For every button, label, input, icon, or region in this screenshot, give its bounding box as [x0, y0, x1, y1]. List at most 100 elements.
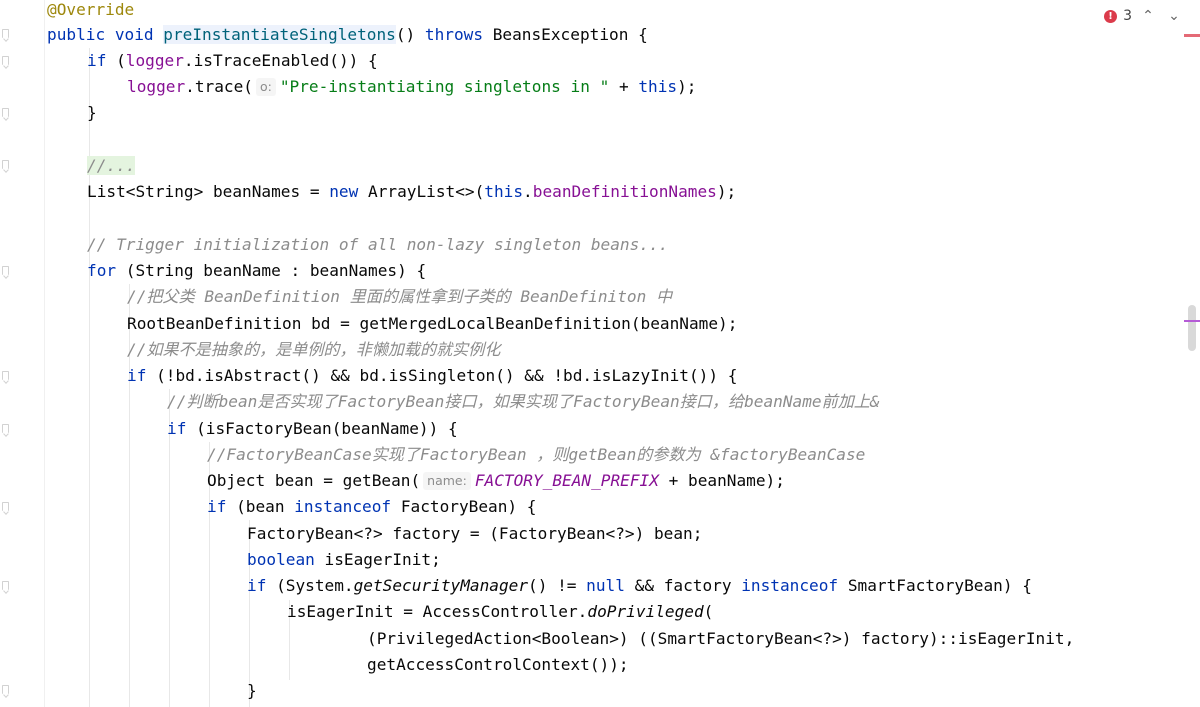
code-line[interactable]: RootBeanDefinition bd = getMergedLocalBe… — [127, 311, 737, 337]
code-line[interactable]: if (logger.isTraceEnabled()) { — [87, 48, 378, 74]
code-line[interactable]: @Override — [47, 0, 134, 23]
code-text: isEagerInit = AccessController. — [287, 602, 588, 621]
code-line[interactable]: if (isFactoryBean(beanName)) { — [167, 416, 458, 442]
string-literal: "Pre-instantiating singletons in " — [279, 77, 610, 96]
fold-marker-icon[interactable] — [2, 29, 9, 38]
code-line[interactable]: //如果不是抽象的，是单例的，非懒加载的就实例化 — [127, 337, 500, 363]
comment: //如果不是抽象的，是单例的，非懒加载的就实例化 — [127, 340, 501, 359]
code-text: } — [87, 103, 97, 122]
keyword: if — [247, 576, 267, 595]
code-line[interactable]: } — [87, 100, 97, 126]
error-count[interactable]: 3 — [1123, 8, 1132, 24]
usage-stripe-marker[interactable] — [1184, 320, 1200, 322]
code-text: FactoryBean) { — [391, 497, 537, 516]
indent-guide — [89, 48, 90, 707]
code-text: ( — [703, 602, 714, 621]
constant-ref: FACTORY_BEAN_PREFIX — [474, 471, 659, 490]
code-line[interactable]: if (!bd.isAbstract() && bd.isSingleton()… — [127, 363, 737, 389]
field-ref: beanDefinitionNames — [532, 182, 717, 201]
method-name: preInstantiateSingletons — [163, 25, 396, 44]
code-text: SmartFactoryBean) { — [838, 576, 1032, 595]
code-text: getAccessControlContext()); — [367, 655, 629, 674]
code-line[interactable]: List<String> beanNames = new ArrayList<>… — [87, 179, 736, 205]
fold-marker-icon[interactable] — [2, 108, 9, 117]
fold-marker-icon[interactable] — [2, 266, 9, 275]
code-line[interactable]: logger.trace(o:"Pre-instantiating single… — [127, 74, 697, 100]
keyword: this — [638, 77, 678, 96]
keyword: if — [207, 497, 227, 516]
code-line[interactable]: } — [247, 678, 257, 704]
code-text: (System. — [266, 576, 354, 595]
indent-guide — [169, 389, 170, 707]
code-line[interactable]: isEagerInit = AccessController.doPrivile… — [287, 599, 713, 625]
code-text: (PrivilegedAction<Boolean>) ((SmartFacto… — [367, 629, 1075, 648]
code-editor[interactable]: @Override public void preInstantiateSing… — [47, 0, 1180, 707]
code-text: && factory — [624, 576, 742, 595]
vertical-scrollbar[interactable] — [1186, 0, 1200, 707]
code-text: List<String> beanNames = — [87, 182, 330, 201]
static-call: getSecurityManager — [353, 576, 529, 595]
keyword: null — [586, 576, 625, 595]
code-line[interactable]: Object bean = getBean(name:FACTORY_BEAN_… — [207, 468, 785, 494]
code-text: .trace( — [185, 77, 253, 96]
field-ref: logger — [127, 77, 186, 96]
indent-guide — [129, 284, 130, 707]
indent-guide — [289, 600, 290, 680]
keyword: if — [167, 419, 187, 438]
keyword: throws — [424, 25, 484, 44]
fold-marker-icon[interactable] — [2, 371, 9, 380]
chevron-down-icon[interactable]: ⌄ — [1168, 8, 1180, 24]
code-text: .isTraceEnabled()) { — [183, 51, 378, 70]
code-text: + — [609, 77, 639, 96]
code-line[interactable]: //把父类 BeanDefinition 里面的属性拿到子类的 BeanDefi… — [127, 284, 672, 310]
folded-comment[interactable]: //... — [87, 156, 136, 175]
fold-marker-icon[interactable] — [2, 502, 9, 511]
inspection-widget: ! 3 ⌃ ⌄ — [1104, 5, 1184, 27]
code-line[interactable]: (PrivilegedAction<Boolean>) ((SmartFacto… — [367, 626, 1074, 652]
code-line[interactable]: public void preInstantiateSingletons() t… — [47, 22, 648, 48]
code-line[interactable]: getAccessControlContext()); — [367, 652, 629, 678]
comment: //判断bean是否实现了FactoryBean接口，如果实现了FactoryB… — [167, 392, 880, 411]
fold-marker-icon[interactable] — [2, 685, 9, 694]
code-text: + beanName); — [658, 471, 785, 490]
keyword: public void — [47, 25, 164, 44]
error-stripe-marker[interactable] — [1184, 34, 1200, 37]
code-text: () — [395, 25, 425, 44]
fold-marker-icon[interactable] — [2, 424, 9, 433]
indent-guide — [249, 520, 250, 707]
chevron-up-icon[interactable]: ⌃ — [1142, 8, 1154, 24]
keyword: boolean — [247, 550, 315, 569]
code-line[interactable]: if (System.getSecurityManager() != null … — [247, 573, 1032, 599]
code-line[interactable]: // Trigger initialization of all non-laz… — [87, 232, 668, 258]
keyword: new — [329, 182, 359, 201]
code-text: isEagerInit; — [314, 550, 441, 569]
comment: //FactoryBeanCase实现了FactoryBean ，则getBea… — [207, 445, 866, 464]
code-text: ArrayList<>( — [358, 182, 485, 201]
annotation: @Override — [47, 0, 135, 19]
code-text: ( — [106, 51, 126, 70]
keyword: this — [484, 182, 524, 201]
code-line[interactable]: for (String beanName : beanNames) { — [87, 258, 426, 284]
fold-marker-icon[interactable] — [2, 581, 9, 590]
code-text: (bean — [226, 497, 295, 516]
keyword: for — [87, 261, 117, 280]
code-line[interactable]: //FactoryBeanCase实现了FactoryBean ，则getBea… — [207, 442, 865, 468]
code-text: . — [523, 182, 533, 201]
code-line[interactable]: //... — [87, 153, 136, 179]
code-line[interactable]: if (bean instanceof FactoryBean) { — [207, 494, 536, 520]
code-line[interactable]: //判断bean是否实现了FactoryBean接口，如果实现了FactoryB… — [167, 389, 880, 415]
indent-guide — [209, 442, 210, 707]
code-text: BeansException { — [483, 25, 648, 44]
fold-marker-icon[interactable] — [2, 160, 9, 169]
code-text: ); — [716, 182, 737, 201]
gutter-divider — [44, 0, 45, 707]
editor-gutter — [0, 0, 44, 707]
fold-marker-icon[interactable] — [2, 56, 9, 65]
keyword: if — [127, 366, 147, 385]
keyword: instanceof — [741, 576, 839, 595]
scrollbar-thumb[interactable] — [1188, 305, 1196, 351]
code-text: ); — [677, 77, 697, 96]
code-line[interactable]: FactoryBean<?> factory = (FactoryBean<?>… — [247, 521, 702, 547]
error-icon[interactable]: ! — [1104, 9, 1118, 23]
code-line[interactable]: boolean isEagerInit; — [247, 547, 441, 573]
